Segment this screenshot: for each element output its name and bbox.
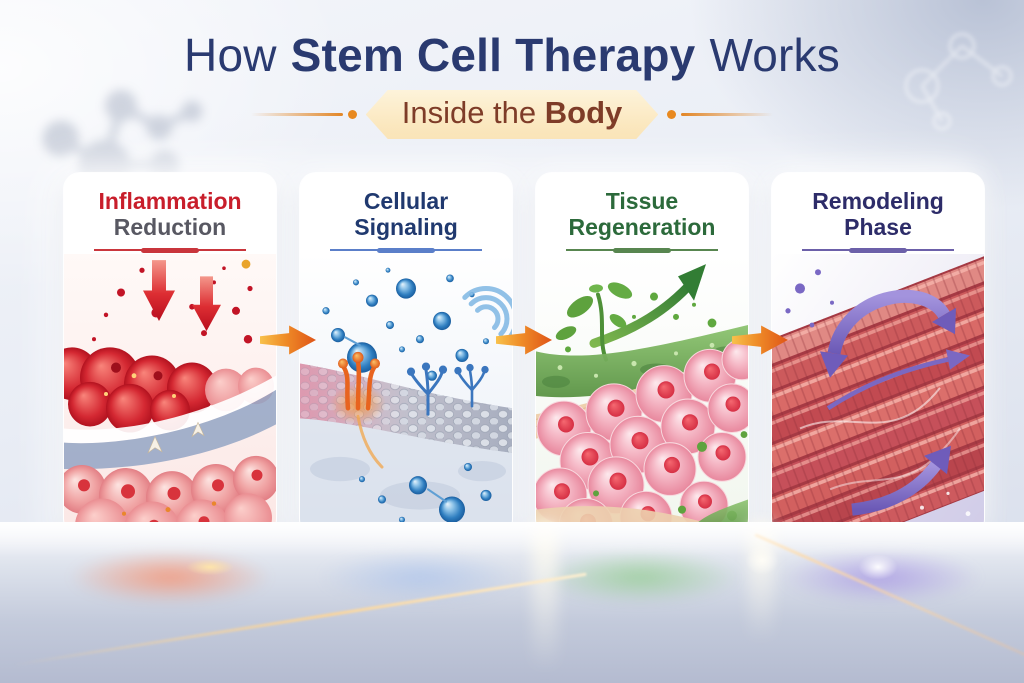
curved-arrow-icon-top [820, 289, 956, 378]
panel-title-line1: Tissue [605, 188, 679, 214]
title-suffix: Works [709, 29, 840, 81]
signal-molecules-lower [359, 462, 492, 534]
subtitle-bold: Body [544, 95, 623, 130]
curved-arrow-icon-bottom [851, 445, 951, 516]
panel-header: Cellular Signaling [300, 173, 512, 253]
subtitle-banner: Inside the Body [366, 90, 659, 139]
panel-title-line1: Inflammation [98, 188, 242, 214]
down-arrow-icon [143, 260, 221, 332]
panel-title-line1: Remodeling [812, 188, 944, 214]
panel-divider [94, 247, 246, 253]
deep-tissue-band [64, 389, 276, 470]
subtitle-banner-row: Inside the Body [0, 90, 1024, 139]
up-spark-arrows [147, 421, 205, 454]
purple-particles [785, 269, 834, 328]
banner-flank-right [667, 110, 774, 119]
panel-title-line1: Cellular [363, 188, 449, 214]
reflective-floor [0, 522, 1024, 683]
panel-tissue-regeneration: Tissue Regeneration [536, 173, 748, 535]
inflammation-illustration [64, 254, 276, 535]
orange-line-icon [250, 113, 343, 116]
panel-header: Remodeling Phase [772, 173, 984, 253]
orange-dot-icon [667, 110, 677, 119]
sprout-icon [555, 282, 633, 362]
panel-cellular-signaling: Cellular Signaling [300, 173, 512, 535]
panel-header: Tissue Regeneration [536, 173, 748, 253]
panel-divider [802, 247, 954, 253]
orange-line-icon [681, 113, 774, 116]
panel-divider [566, 247, 718, 253]
signaling-illustration [300, 254, 512, 535]
title-emphasis: Stem Cell Therapy [290, 29, 696, 81]
tissue-ribbon [64, 375, 276, 444]
curved-arrow-icon-mid [826, 349, 970, 411]
orange-dot-icon [347, 110, 357, 119]
panel-inflammation-reduction: Inflammation Reduction [64, 173, 276, 535]
green-spores [565, 292, 717, 353]
panel-title-line2: Regeneration [568, 214, 716, 240]
panel-remodeling-phase: Remodeling Phase [772, 173, 984, 535]
panel-divider [330, 247, 482, 253]
receptor-icon-orange [330, 351, 386, 469]
panel-title-line2: Signaling [354, 214, 458, 240]
orange-flare [178, 556, 242, 578]
regeneration-illustration [536, 254, 748, 535]
banner-flank-left [250, 110, 357, 119]
panel-header: Inflammation Reduction [64, 173, 276, 253]
inflamed-cell-cluster [64, 347, 274, 433]
panel-title-line2: Phase [844, 214, 912, 240]
cell-nuclei [554, 363, 741, 530]
receptor-icon-blue [406, 362, 489, 416]
sparkle-dots [920, 491, 971, 517]
panel-title-line2: Reduction [113, 214, 227, 240]
remodeling-illustration [772, 254, 984, 535]
subtitle-regular: Inside the [401, 95, 537, 130]
stage-panels: Inflammation Reduction [64, 173, 984, 535]
floor-sheen [0, 522, 1024, 556]
signal-waves-icon [462, 285, 512, 343]
title-prefix: How [184, 29, 277, 81]
